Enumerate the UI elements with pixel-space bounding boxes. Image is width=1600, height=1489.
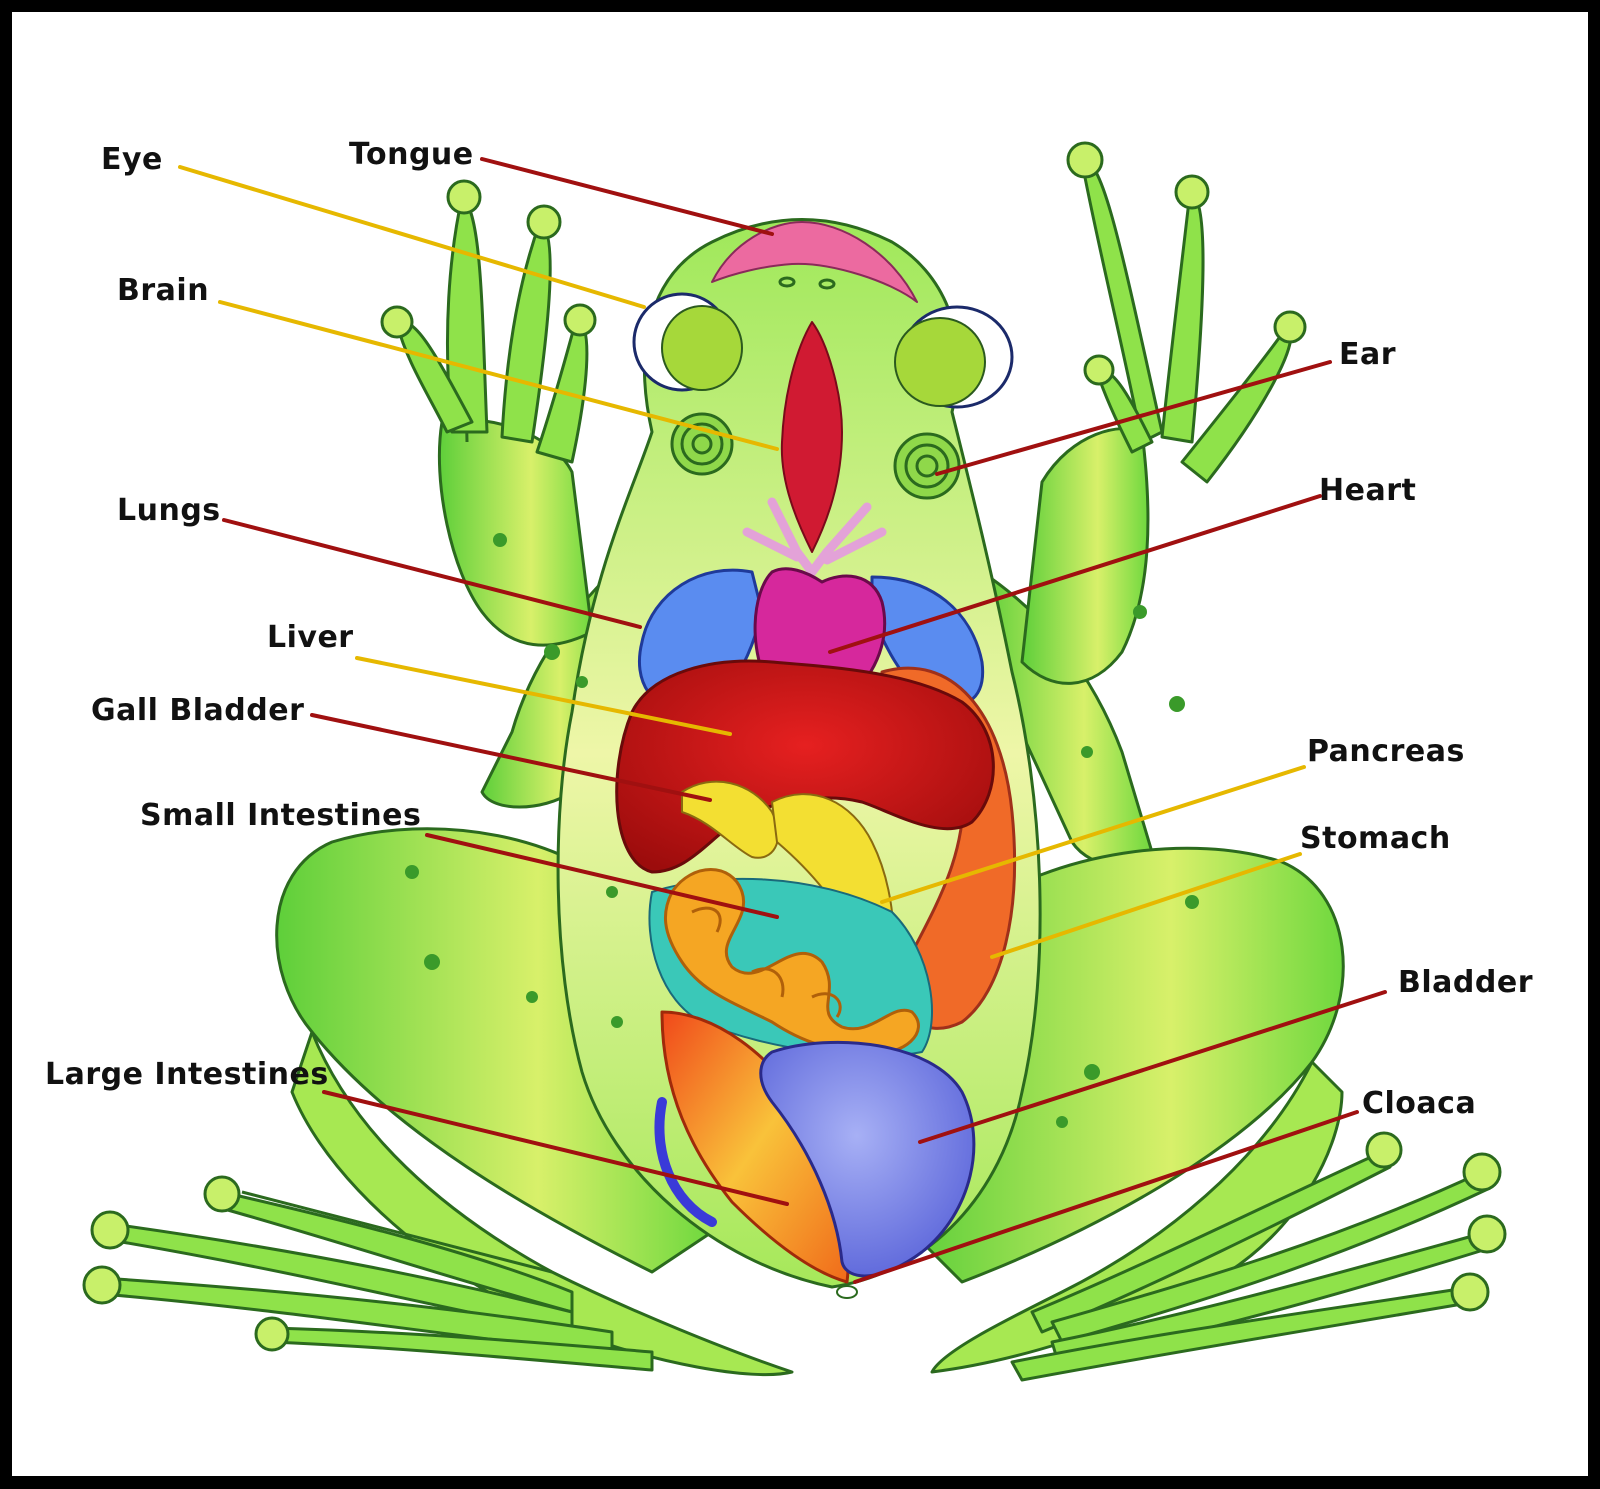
label-large-intestines: Large Intestines xyxy=(45,1057,329,1092)
frog-illustration xyxy=(82,141,1507,1382)
pelvic-vessels xyxy=(654,1097,717,1227)
label-tongue: Tongue xyxy=(349,137,474,172)
labels: Eye Tongue Brain Ear Lungs Heart Liver G… xyxy=(45,137,1533,1121)
leader-large-intestines xyxy=(322,1090,789,1206)
brain-organ xyxy=(780,321,843,553)
eye-left-organ xyxy=(632,292,743,392)
cloaca-organ xyxy=(836,1285,858,1299)
label-ear: Ear xyxy=(1339,337,1396,372)
leader-eye xyxy=(178,165,646,309)
label-stomach: Stomach xyxy=(1300,821,1451,856)
leader-cloaca xyxy=(853,1110,1359,1284)
eye-right-organ xyxy=(894,305,1014,409)
diagram-frame: Eye Tongue Brain Ear Lungs Heart Liver G… xyxy=(12,12,1588,1476)
skin-spots xyxy=(405,533,1199,1128)
label-heart: Heart xyxy=(1319,473,1416,508)
small-intestines-organ xyxy=(663,868,920,1055)
ear-right-organ xyxy=(893,432,961,500)
nostril-right xyxy=(818,278,836,290)
label-liver: Liver xyxy=(267,620,354,655)
right-arm xyxy=(980,141,1307,868)
leader-pancreas xyxy=(880,765,1306,904)
leader-bladder xyxy=(918,990,1387,1144)
leader-small-intestines xyxy=(425,833,779,919)
leader-lungs xyxy=(222,518,642,629)
leader-heart xyxy=(828,494,1322,654)
leader-ear xyxy=(935,360,1332,476)
label-brain: Brain xyxy=(117,273,209,308)
large-intestines-organ xyxy=(660,1010,850,1284)
leader-lines xyxy=(178,157,1387,1284)
nostril-left xyxy=(778,276,796,288)
leader-stomach xyxy=(990,852,1302,959)
label-small-intestines: Small Intestines xyxy=(140,798,421,833)
leader-gall-bladder xyxy=(310,713,712,802)
leader-brain xyxy=(218,300,779,451)
label-pancreas: Pancreas xyxy=(1307,734,1465,769)
label-gall-bladder: Gall Bladder xyxy=(91,693,304,728)
leader-tongue xyxy=(480,157,774,236)
label-lungs: Lungs xyxy=(117,493,221,528)
ear-left-organ xyxy=(670,412,734,476)
frog-anatomy-diagram: Eye Tongue Brain Ear Lungs Heart Liver G… xyxy=(45,137,1533,1382)
label-cloaca: Cloaca xyxy=(1362,1086,1476,1121)
tongue-organ xyxy=(711,221,918,303)
blood-vessels xyxy=(742,497,887,577)
label-bladder: Bladder xyxy=(1398,965,1533,1000)
label-eye: Eye xyxy=(101,142,163,177)
leader-liver xyxy=(355,656,732,736)
